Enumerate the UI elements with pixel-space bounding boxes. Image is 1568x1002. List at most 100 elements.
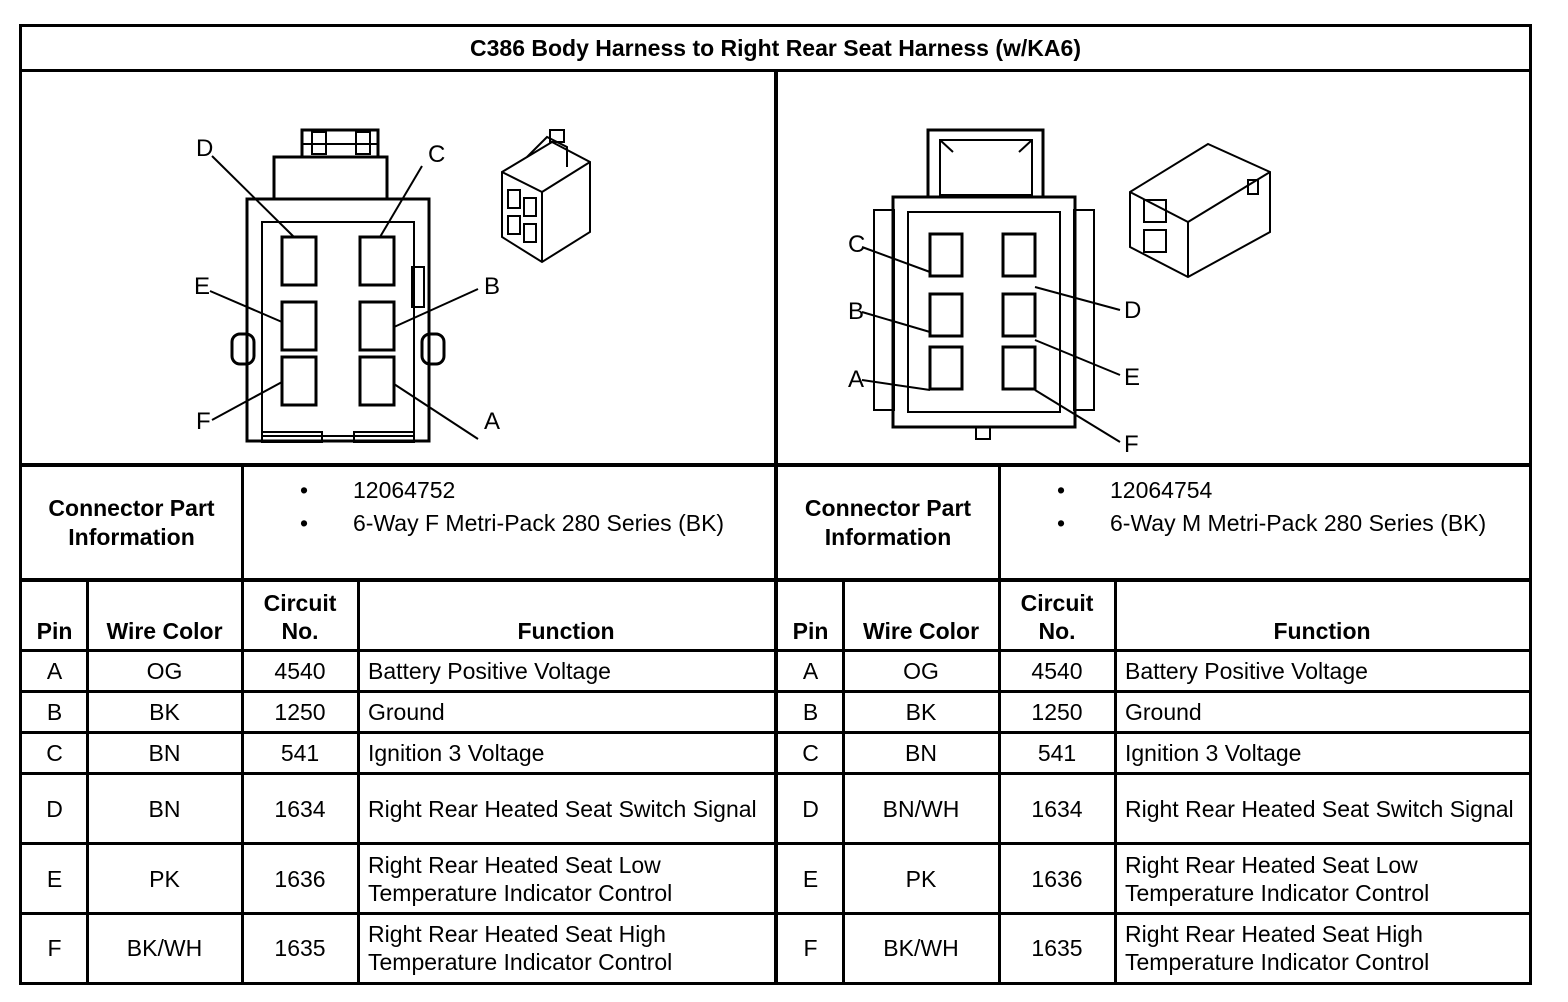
left-header-function: Function bbox=[517, 618, 615, 644]
connector-sheet: C386 Body Harness to Right Rear Seat Har… bbox=[19, 24, 1532, 985]
left-row-pin: E bbox=[46, 865, 63, 892]
right-table-row-divider bbox=[778, 690, 1529, 693]
cavity-b bbox=[358, 300, 396, 352]
cavity-e bbox=[280, 300, 318, 352]
right-row-color: BN/WH bbox=[882, 795, 960, 822]
right-table-col-divider bbox=[998, 582, 1001, 982]
cavity-f bbox=[1001, 345, 1037, 391]
left-table-col-divider bbox=[357, 582, 360, 982]
left-part-number: 12064752 bbox=[300, 474, 724, 507]
left-row-circuit: 1250 bbox=[274, 699, 326, 725]
left-connector-body bbox=[245, 197, 431, 443]
left-connector-diagram: D C E B F A bbox=[194, 128, 591, 443]
right-row-circuit: 1634 bbox=[1031, 795, 1083, 822]
right-connector-info-label: Connector Part Information bbox=[804, 494, 972, 550]
left-row-function: Battery Positive Voltage bbox=[368, 658, 611, 684]
left-header-wire-color: Wire Color bbox=[106, 618, 223, 644]
left-table-row-divider bbox=[22, 842, 774, 845]
left-row-function: Right Rear Heated Seat High Temperature … bbox=[368, 921, 673, 975]
right-row-circuit: 4540 bbox=[1031, 658, 1083, 684]
left-table-col-divider bbox=[86, 582, 89, 982]
info-divider-right bbox=[998, 463, 1001, 582]
cavity-a bbox=[358, 355, 396, 407]
right-table-col-divider bbox=[842, 582, 845, 982]
left-row-color: PK bbox=[149, 865, 180, 892]
right-row-pin: F bbox=[803, 935, 818, 961]
left-row-color: BN bbox=[148, 795, 181, 822]
left-row-color: BK/WH bbox=[126, 935, 203, 961]
right-row-pin: D bbox=[802, 795, 819, 822]
left-row-circuit: 541 bbox=[280, 740, 320, 766]
left-row-color: OG bbox=[146, 658, 183, 684]
left-row-circuit: 1634 bbox=[274, 795, 326, 822]
left-connector-info-label: Connector Part Information bbox=[48, 494, 215, 550]
left-row-function: Right Rear Heated Seat Switch Signal bbox=[368, 795, 757, 822]
cavity-d bbox=[1001, 232, 1037, 278]
left-table-row-divider bbox=[22, 690, 774, 693]
right-row-function: Battery Positive Voltage bbox=[1125, 658, 1368, 684]
left-part-description: 6-Way F Metri-Pack 280 Series (BK) bbox=[300, 507, 724, 540]
left-table-row-divider bbox=[22, 731, 774, 734]
right-row-circuit: 1636 bbox=[1031, 865, 1083, 892]
right-row-color: OG bbox=[903, 658, 939, 684]
right-row-function: Ignition 3 Voltage bbox=[1125, 740, 1302, 766]
info-divider-left bbox=[241, 463, 244, 582]
right-row-color: BK/WH bbox=[883, 935, 959, 961]
right-row-function: Right Rear Heated Seat Low Temperature I… bbox=[1125, 851, 1430, 906]
right-row-circuit: 541 bbox=[1037, 740, 1077, 766]
left-row-circuit: 1635 bbox=[274, 935, 326, 961]
cavity-d bbox=[280, 235, 318, 287]
right-row-pin: C bbox=[802, 740, 819, 766]
right-connector-body bbox=[891, 195, 1077, 429]
cavity-c bbox=[358, 235, 396, 287]
cavity-c bbox=[928, 232, 964, 278]
right-table-row-divider bbox=[778, 912, 1529, 915]
left-pin-label-a: A bbox=[484, 408, 500, 435]
left-pin-label-b: B bbox=[484, 273, 500, 300]
right-header-wire-color: Wire Color bbox=[862, 618, 980, 644]
sheet-title: C386 Body Harness to Right Rear Seat Har… bbox=[470, 34, 1081, 61]
right-part-number: 12064754 bbox=[1057, 474, 1486, 507]
left-row-color: BN bbox=[148, 740, 181, 766]
left-pin-label-c: C bbox=[428, 141, 445, 168]
right-row-function: Right Rear Heated Seat High Temperature … bbox=[1125, 921, 1430, 975]
right-row-pin: B bbox=[802, 699, 819, 725]
cavity-f bbox=[280, 355, 318, 407]
left-row-pin: C bbox=[46, 740, 63, 766]
right-header-pin: Pin bbox=[792, 618, 829, 644]
cavity-e bbox=[1001, 292, 1037, 338]
right-row-function: Ground bbox=[1125, 699, 1202, 725]
right-connector-diagram: C B A D E F bbox=[848, 128, 1271, 458]
right-row-color: BN bbox=[905, 740, 937, 766]
divider-center bbox=[774, 69, 778, 982]
right-table-col-divider bbox=[1114, 582, 1117, 982]
right-table-row-divider bbox=[778, 772, 1529, 775]
left-table-row-divider bbox=[22, 772, 774, 775]
left-row-pin: F bbox=[47, 935, 62, 961]
left-row-circuit: 1636 bbox=[274, 865, 326, 892]
right-row-color: PK bbox=[905, 865, 937, 892]
divider-diagram bbox=[22, 463, 1529, 467]
divider-info bbox=[22, 578, 1529, 582]
left-row-function: Ground bbox=[368, 699, 445, 725]
right-part-info: 12064754 6-Way M Metri-Pack 280 Series (… bbox=[1057, 474, 1486, 540]
left-row-circuit: 4540 bbox=[274, 658, 326, 684]
left-row-function: Right Rear Heated Seat Low Temperature I… bbox=[368, 851, 673, 906]
right-table-row-divider bbox=[778, 842, 1529, 845]
left-table-row-divider bbox=[22, 649, 774, 652]
right-row-pin: E bbox=[802, 865, 819, 892]
left-row-pin: D bbox=[46, 795, 63, 822]
right-header-function: Function bbox=[1273, 618, 1371, 644]
left-pin-label-d: D bbox=[196, 135, 213, 162]
right-row-color: BK bbox=[905, 699, 937, 725]
cavity-b bbox=[928, 292, 964, 338]
right-row-pin: A bbox=[802, 658, 819, 684]
right-pin-label-f: F bbox=[1124, 431, 1139, 458]
left-table-row-divider bbox=[22, 912, 774, 915]
right-table-row-divider bbox=[778, 649, 1529, 652]
right-pin-label-b: B bbox=[848, 298, 864, 325]
left-header-circuit: Circuit No. bbox=[263, 590, 337, 644]
left-row-pin: A bbox=[46, 658, 63, 684]
left-pin-label-e: E bbox=[194, 273, 210, 300]
right-part-description: 6-Way M Metri-Pack 280 Series (BK) bbox=[1057, 507, 1486, 540]
